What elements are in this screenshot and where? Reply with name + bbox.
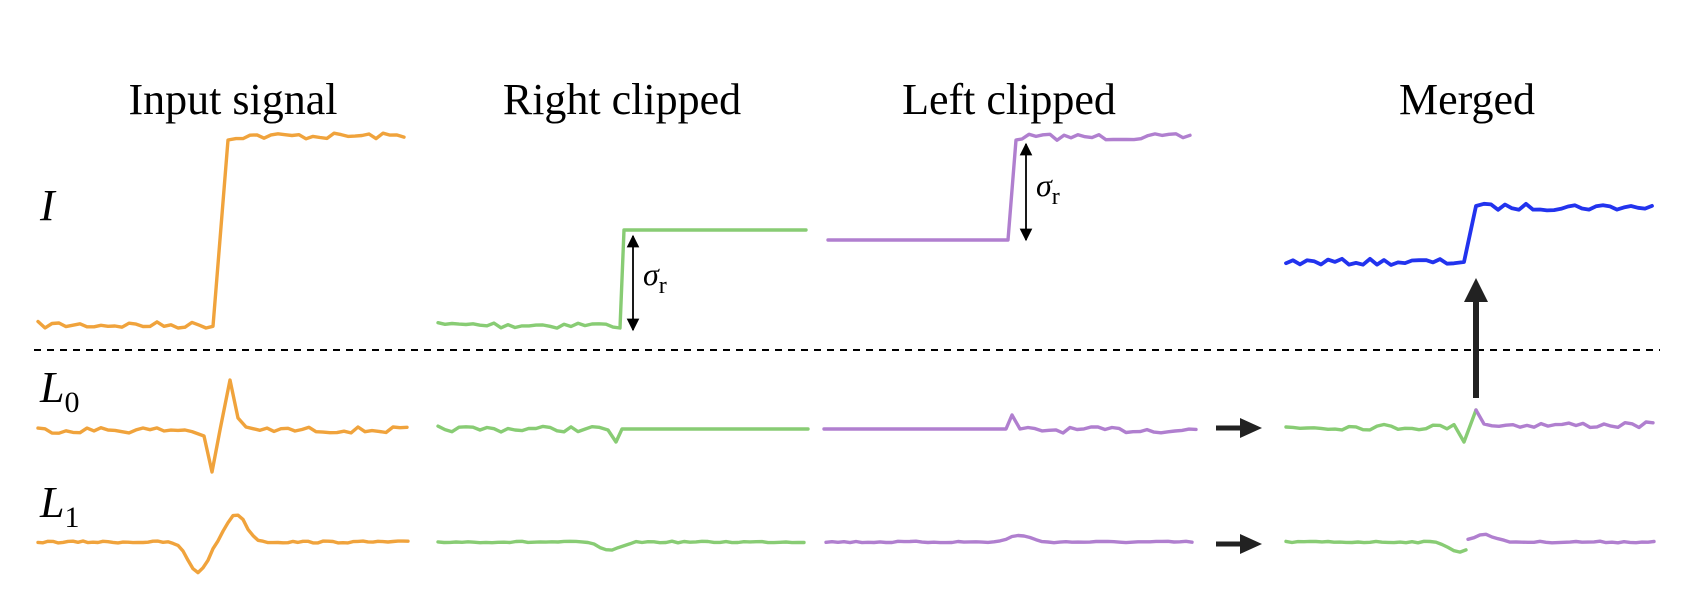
signal-right-clipped-L0 xyxy=(436,424,810,444)
signal-right-clipped-I xyxy=(436,228,808,330)
signal-right-clipped-L1 xyxy=(436,539,806,552)
sigma-r-label-right: σr xyxy=(643,256,667,299)
signal-merged-I xyxy=(1284,201,1654,267)
signal-merged-L0-green xyxy=(1284,408,1478,444)
column-title-right-clipped: Right clipped xyxy=(503,75,741,124)
row-label-L0: L0 xyxy=(39,363,79,419)
signal-merged-L0-purple xyxy=(1474,408,1655,430)
column-title-input: Input signal xyxy=(129,75,338,124)
signal-merged-L1-green xyxy=(1284,539,1468,554)
reconstruct-arrow-up xyxy=(1464,278,1488,398)
signal-input-I xyxy=(36,131,406,330)
column-title-merged: Merged xyxy=(1399,75,1535,124)
merge-arrow-L1 xyxy=(1216,534,1262,554)
sigma-r-label-left: σr xyxy=(1036,167,1060,210)
row-label-I: I xyxy=(39,181,57,230)
signal-input-L1 xyxy=(36,513,410,575)
signal-left-clipped-L0 xyxy=(822,413,1198,435)
merge-arrow-L0 xyxy=(1216,418,1262,438)
row-label-L1: L1 xyxy=(39,478,79,534)
signal-left-clipped-L1 xyxy=(824,533,1194,545)
signal-input-L0 xyxy=(36,378,409,474)
signal-merged-L1-purple xyxy=(1466,532,1656,545)
signal-left-clipped-I xyxy=(826,132,1192,242)
column-title-left-clipped: Left clipped xyxy=(902,75,1116,124)
